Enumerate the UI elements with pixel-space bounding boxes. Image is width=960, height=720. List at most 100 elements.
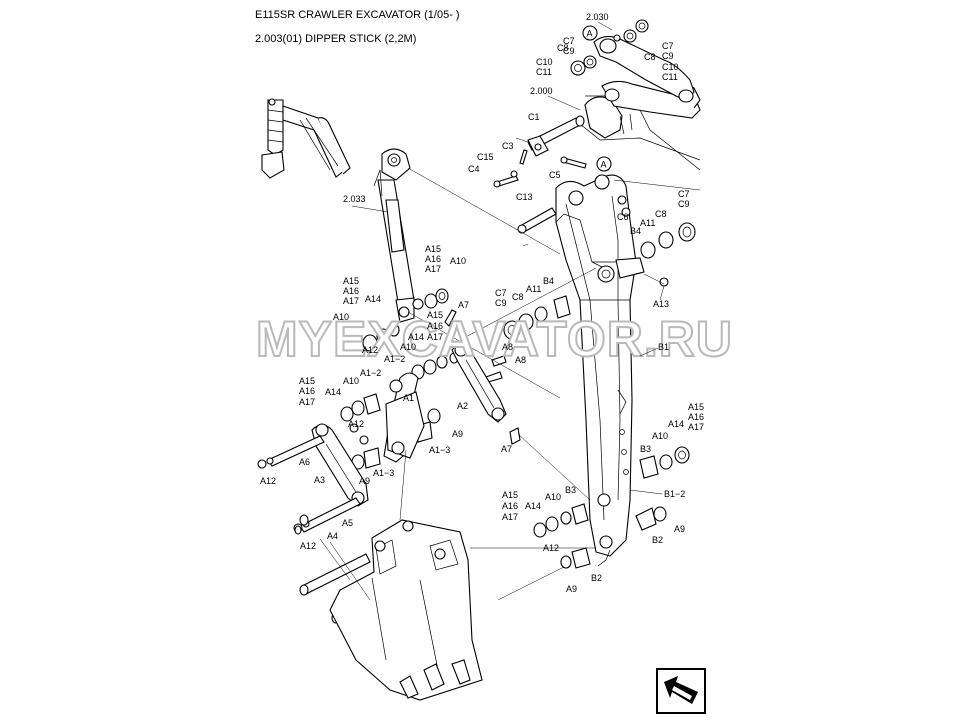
dipper-stick <box>555 174 645 567</box>
part-label: B3 <box>640 444 651 454</box>
part-label: A1−3 <box>429 445 450 455</box>
part-label: A10 <box>400 342 416 352</box>
callout-a-top: A <box>582 25 598 41</box>
next-page-arrow-button[interactable] <box>656 668 706 714</box>
part-label: A14 <box>365 294 381 304</box>
part-label: A1−3 <box>373 468 394 478</box>
part-label: B2 <box>591 573 602 583</box>
part-label: C7 <box>495 288 507 298</box>
link-2030 <box>570 19 695 103</box>
part-label: C7 <box>563 36 575 46</box>
part-label: C7 <box>662 41 674 51</box>
part-label: C4 <box>468 164 480 174</box>
part-label: A2 <box>457 401 468 411</box>
part-label: A8 <box>515 355 526 365</box>
arrow-icon <box>664 676 698 704</box>
part-label: C9 <box>495 298 507 308</box>
diagram-title: E115SR CRAWLER EXCAVATOR (1/05- ) <box>255 9 460 21</box>
part-label: A17 <box>299 397 315 407</box>
center-bushings <box>340 288 571 470</box>
part-label: C8 <box>644 52 656 62</box>
part-label: A10 <box>652 431 668 441</box>
excavator-thumbnail <box>261 98 351 179</box>
part-label: C11 <box>536 67 552 77</box>
part-label: C11 <box>662 72 678 82</box>
bucket-cylinder <box>373 148 415 323</box>
part-labels: 2.030 C7 C9 C8 C10 C11 C8 C7 C9 C10 C11 … <box>260 12 704 594</box>
part-label: A10 <box>333 312 349 322</box>
part-label: A16 <box>425 254 441 264</box>
part-label: C7 <box>678 189 690 199</box>
part-label: C3 <box>502 141 514 151</box>
part-label: A15 <box>502 490 518 500</box>
part-label: B4 <box>630 226 641 236</box>
guide-links <box>383 343 507 463</box>
part-label: C10 <box>662 62 679 72</box>
part-label: 2.000 <box>530 86 553 96</box>
part-label: A10 <box>450 256 466 266</box>
right-bushings <box>617 195 696 531</box>
callout-a-mid: A <box>596 156 612 172</box>
part-label: C9 <box>662 51 674 61</box>
part-label: A15 <box>427 310 443 320</box>
part-label: 2.033 <box>343 194 366 204</box>
bucket <box>329 519 483 701</box>
part-label: C13 <box>516 192 533 202</box>
part-label: A11 <box>640 218 655 228</box>
part-label: A9 <box>566 584 577 594</box>
callout-a-top-text: A <box>587 29 593 39</box>
part-label: A14 <box>525 501 541 511</box>
part-label: A1−2 <box>360 368 381 378</box>
part-label: A15 <box>425 244 441 254</box>
part-label: A15 <box>299 376 315 386</box>
part-label: A5 <box>342 518 353 528</box>
part-label: A9 <box>359 476 370 486</box>
part-label: A7 <box>501 444 512 454</box>
part-label: A12 <box>348 419 364 429</box>
part-label: A15 <box>688 402 704 412</box>
part-label: B1−2 <box>664 489 685 499</box>
part-label: C9 <box>563 46 575 56</box>
part-label: A17 <box>427 332 443 342</box>
part-label: A16 <box>343 286 359 296</box>
part-label: A16 <box>688 412 704 422</box>
part-label: A17 <box>343 296 359 306</box>
part-label: C5 <box>549 170 561 180</box>
part-label: A14 <box>325 387 341 397</box>
part-label: A17 <box>425 264 441 274</box>
part-label: A14 <box>408 332 424 342</box>
part-label: A6 <box>299 457 310 467</box>
part-label: A9 <box>674 524 685 534</box>
part-label: A16 <box>502 501 518 511</box>
label-leaders <box>319 21 665 601</box>
part-label: A17 <box>688 422 704 432</box>
part-label: A12 <box>300 541 316 551</box>
part-label: C15 <box>477 152 494 162</box>
part-label: A16 <box>299 386 315 396</box>
watermark-text: MYEXCAVATOR.RU <box>256 311 733 367</box>
part-label: A12 <box>543 543 559 553</box>
diagram-subtitle: 2.003(01) DIPPER STICK (2,2M) <box>255 33 417 45</box>
upper-pins <box>493 115 587 234</box>
part-label: B1 <box>658 342 669 352</box>
part-label: A11 <box>526 284 541 294</box>
part-label: A10 <box>343 376 359 386</box>
part-label: A16 <box>427 321 443 331</box>
part-label: C8 <box>557 43 569 53</box>
part-label: A12 <box>362 345 378 355</box>
part-label: A1 <box>403 393 414 403</box>
part-label: C10 <box>536 57 553 67</box>
part-label: C6 <box>617 212 629 222</box>
part-label: A14 <box>668 419 684 429</box>
part-label: B2 <box>652 535 663 545</box>
part-label: A17 <box>502 512 518 522</box>
part-label: A4 <box>327 531 338 541</box>
part-label: C8 <box>655 209 667 219</box>
part-label: A12 <box>260 476 276 486</box>
part-label: A3 <box>314 475 325 485</box>
part-label: A13 <box>653 299 669 309</box>
part-label: A8 <box>502 342 513 352</box>
part-label: B3 <box>565 485 576 495</box>
